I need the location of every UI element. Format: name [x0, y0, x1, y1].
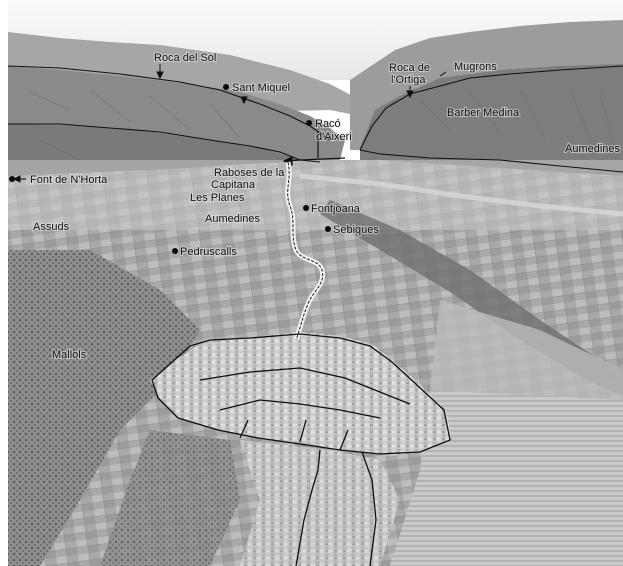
label-roca-del-sol: Roca del Sol	[154, 52, 216, 64]
boundary-lines	[7, 65, 623, 173]
label-mugrons: Mugrons	[454, 61, 497, 73]
label-raco-line2: d'Aixeri	[316, 131, 352, 143]
sant-miquel-arrow	[240, 96, 248, 105]
label-aumedines-center: Aumedines	[205, 213, 261, 225]
raco-marker	[306, 120, 312, 126]
mugrons-arrow	[439, 71, 447, 77]
fontjoana-marker	[303, 205, 309, 211]
label-sebiques: Sebiques	[333, 224, 379, 236]
label-assuds: Assuds	[33, 221, 70, 233]
label-les-planes: Les Planes	[190, 192, 245, 204]
orchard-area	[8, 250, 200, 566]
left-margin	[0, 0, 8, 566]
label-sant-miquel: Sant Miquel	[232, 82, 290, 94]
label-mallols: Mallols	[52, 349, 87, 361]
label-aumedines-right: Aumedines	[565, 143, 621, 155]
label-roca-ortiga-line2: l'Ortiga	[391, 74, 426, 86]
roca-ortiga-arrow	[406, 86, 414, 99]
label-raboses-line2: Capitana	[211, 179, 256, 191]
label-fontjoana: Fontjoana	[311, 203, 361, 215]
font-de-nhorta-marker	[9, 176, 15, 182]
map-labels: Roca del Sol Sant Miquel Racó d'Aixeri R…	[29, 51, 622, 362]
point-markers	[9, 84, 331, 254]
plain-haze	[8, 160, 623, 230]
label-font-de-nhorta: Font de N'Horta	[30, 174, 108, 186]
ridge-texture	[29, 87, 616, 161]
orchard-area-2	[100, 430, 240, 566]
town-area	[150, 332, 452, 456]
town-boundary	[151, 333, 451, 566]
label-raboses-line1: Raboses de la	[214, 167, 285, 179]
label-raco-line1: Racó	[315, 118, 341, 130]
font-de-nhorta-arrow	[12, 175, 26, 183]
fields-mid-right	[430, 300, 623, 400]
irrigation-channel	[285, 161, 326, 341]
sebiques-marker	[325, 226, 331, 232]
gorge-arrow	[282, 132, 346, 166]
pedruscalls-marker	[172, 248, 178, 254]
town-south-area	[240, 440, 400, 566]
roca-del-sol-arrow	[156, 64, 164, 80]
river-edge	[299, 173, 623, 217]
sant-miquel-marker	[223, 84, 229, 90]
label-roca-ortiga-line1: Roca de	[389, 62, 430, 74]
label-pedruscalls: Pedruscalls	[180, 246, 237, 258]
label-barber-medina: Barber Medina	[447, 107, 520, 119]
